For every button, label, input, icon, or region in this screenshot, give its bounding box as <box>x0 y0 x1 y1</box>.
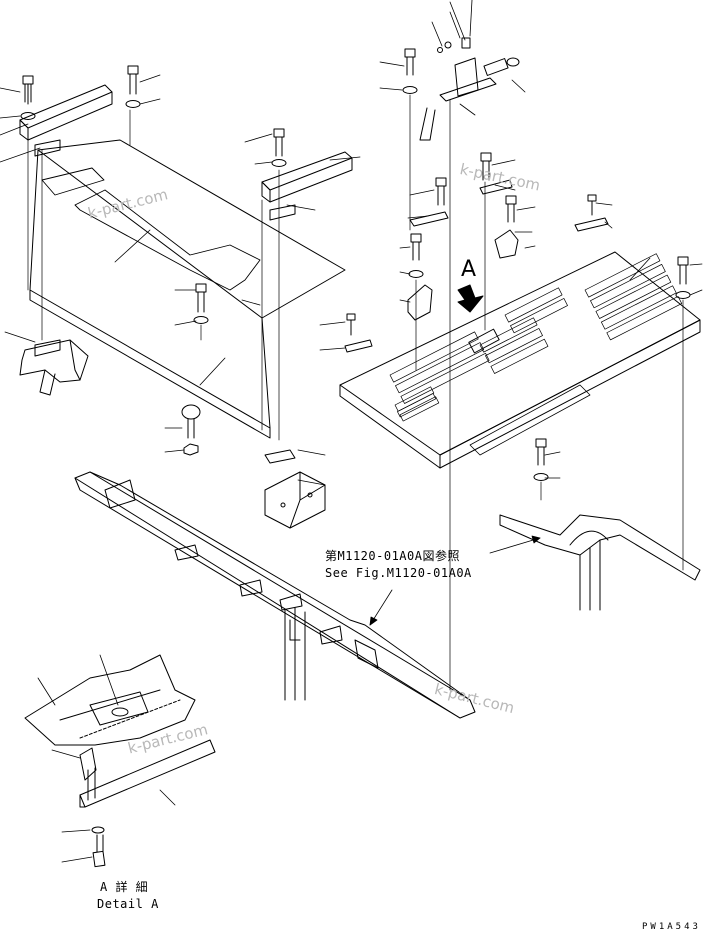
leader-lines-left <box>0 74 361 486</box>
ref-arrows <box>369 535 541 626</box>
view-letter-a: A <box>461 257 477 282</box>
left-rear-bracket <box>19 84 113 141</box>
right-floor-plate <box>339 251 701 469</box>
right-clip-brackets <box>407 229 519 321</box>
leader-lines-detail <box>37 654 176 863</box>
assembly-lines-right <box>409 94 684 691</box>
right-bolts <box>344 48 691 481</box>
reference-note-en: See Fig.M1120-01A0A <box>325 566 472 580</box>
assembly-lines-left <box>27 109 280 441</box>
left-floor-plate <box>29 139 346 439</box>
bolt-left-3 <box>273 128 285 157</box>
drawing-code: PW1A543 <box>642 922 701 932</box>
right-plate-vents <box>389 253 683 422</box>
bolt-left-1 <box>22 75 34 105</box>
left-small-clips <box>34 204 296 357</box>
reference-note-jp: 第M1120-01A0A図参照 <box>325 549 460 563</box>
left-front-mount-bracket <box>264 449 326 529</box>
cab-frame-corner <box>499 514 701 611</box>
bolt-left-4 <box>195 283 207 313</box>
detail-title-en: Detail A <box>97 897 159 911</box>
knob-bolt <box>181 404 201 439</box>
detail-title-jp: A 詳 細 <box>100 880 149 894</box>
left-front-clip <box>19 139 89 396</box>
bolt-left-2 <box>127 65 139 95</box>
leader-lines-right <box>319 0 703 479</box>
view-arrow-a <box>457 284 484 313</box>
detail-a-drawing <box>24 654 216 868</box>
long-frame-member <box>74 471 476 719</box>
lock-latch-assembly <box>419 37 520 141</box>
